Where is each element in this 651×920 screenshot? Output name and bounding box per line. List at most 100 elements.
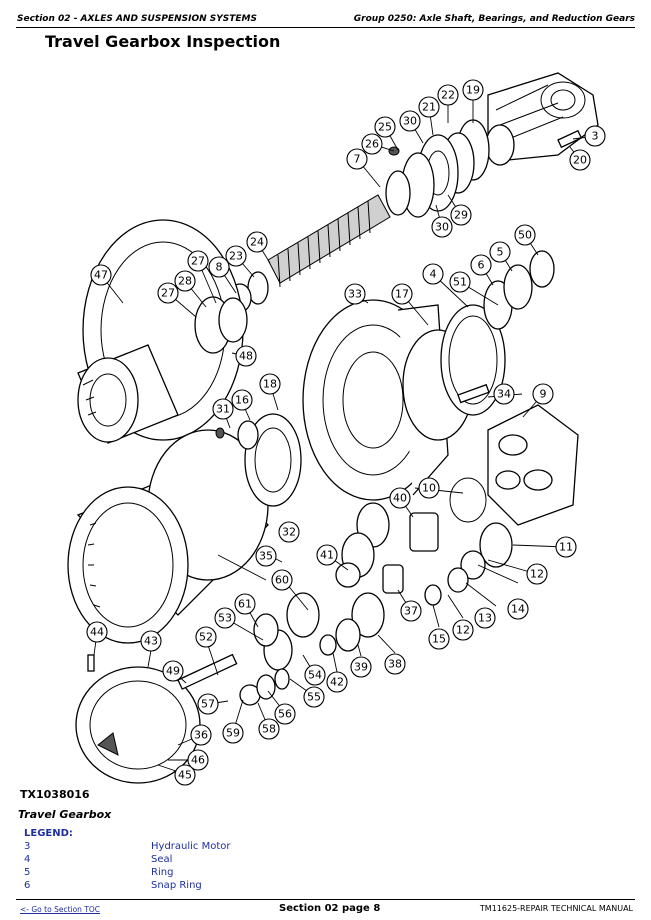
callout-12b: 12 <box>452 619 474 641</box>
callout-41: 41 <box>316 544 338 566</box>
svg-text:44: 44 <box>90 626 104 639</box>
svg-text:46: 46 <box>191 754 205 767</box>
callout-5: 5 <box>489 241 511 263</box>
hub-drawing <box>77 219 248 444</box>
legend-description: Hydraulic Motor <box>151 841 231 852</box>
callout-7: 7 <box>346 148 368 170</box>
callout-10: 10 <box>418 477 440 499</box>
group-header: Group 0250: Axle Shaft, Bearings, and Re… <box>353 14 635 24</box>
svg-text:48: 48 <box>239 350 253 363</box>
svg-text:38: 38 <box>388 658 402 671</box>
svg-text:49: 49 <box>166 665 180 678</box>
callout-28: 28 <box>174 270 196 292</box>
callout-61: 61 <box>234 593 256 615</box>
svg-text:6: 6 <box>478 259 485 272</box>
svg-text:54: 54 <box>308 669 322 682</box>
legend-number: 3 <box>24 841 31 852</box>
svg-text:50: 50 <box>518 229 532 242</box>
callout-24: 24 <box>246 231 268 253</box>
svg-text:26: 26 <box>365 138 379 151</box>
svg-text:31: 31 <box>216 403 230 416</box>
svg-text:18: 18 <box>263 378 277 391</box>
callout-6: 6 <box>470 254 492 276</box>
svg-text:3: 3 <box>592 130 599 143</box>
callout-60: 60 <box>271 569 293 591</box>
legend-description: Ring <box>151 867 174 878</box>
callout-25: 25 <box>374 116 396 138</box>
callout-26: 26 <box>361 133 383 155</box>
callout-11: 11 <box>555 536 577 558</box>
callout-56: 56 <box>274 703 296 725</box>
svg-text:23: 23 <box>229 250 243 263</box>
manual-name: TM11625-REPAIR TECHNICAL MANUAL <box>479 904 633 913</box>
callout-52: 52 <box>195 626 217 648</box>
planet-carrier-drawing <box>449 404 579 526</box>
svg-text:9: 9 <box>540 388 547 401</box>
svg-text:13: 13 <box>478 612 492 625</box>
svg-text:53: 53 <box>218 612 232 625</box>
svg-text:14: 14 <box>511 603 525 616</box>
svg-text:56: 56 <box>278 708 292 721</box>
callout-38: 38 <box>384 653 406 675</box>
exploded-view-illustration: 3 20 19 22 21 30 25 26 7 29 30 24 23 8 2… <box>67 72 606 786</box>
section-header: Section 02 - AXLES AND SUSPENSION SYSTEM… <box>17 14 257 24</box>
svg-text:39: 39 <box>354 661 368 674</box>
callout-58: 58 <box>258 718 280 740</box>
callout-16: 16 <box>231 389 253 411</box>
svg-text:20: 20 <box>573 154 587 167</box>
callout-45: 45 <box>174 764 196 786</box>
footer-rule <box>16 899 635 900</box>
svg-text:37: 37 <box>404 605 418 618</box>
callout-20: 20 <box>569 149 591 171</box>
callout-4: 4 <box>422 263 444 285</box>
callout-55: 55 <box>303 686 325 708</box>
ring-gear-drawing <box>67 413 302 644</box>
callout-53: 53 <box>214 607 236 629</box>
callout-30b: 30 <box>431 216 453 238</box>
callout-27: 27 <box>187 250 209 272</box>
legend-number: 5 <box>24 867 31 878</box>
svg-text:25: 25 <box>378 121 392 134</box>
figure-caption: Travel Gearbox <box>18 808 112 821</box>
svg-text:16: 16 <box>235 394 249 407</box>
callout-46: 46 <box>187 749 209 771</box>
callout-35: 35 <box>255 545 277 567</box>
callout-50: 50 <box>514 224 536 246</box>
callout-22: 22 <box>437 84 459 106</box>
svg-text:35: 35 <box>259 550 273 563</box>
callout-18: 18 <box>259 373 281 395</box>
callout-19: 19 <box>462 79 484 101</box>
svg-text:8: 8 <box>216 261 223 274</box>
svg-text:27: 27 <box>191 255 205 268</box>
callout-31: 31 <box>212 398 234 420</box>
svg-text:11: 11 <box>559 541 573 554</box>
callout-13: 13 <box>474 607 496 629</box>
callout-14: 14 <box>507 598 529 620</box>
housing-drawing <box>302 250 555 501</box>
svg-text:28: 28 <box>178 275 192 288</box>
legend-number: 4 <box>24 854 31 865</box>
section-toc-link[interactable]: <- Go to Section TOC <box>20 905 101 914</box>
svg-text:30: 30 <box>435 221 449 234</box>
callout-59: 59 <box>222 722 244 744</box>
svg-text:4: 4 <box>430 268 437 281</box>
svg-text:33: 33 <box>348 288 362 301</box>
svg-text:17: 17 <box>395 288 409 301</box>
svg-text:34: 34 <box>497 388 511 401</box>
page-number: Section 02 page 8 <box>279 903 381 914</box>
figure-id: TX1038016 <box>20 788 90 801</box>
clutch-disc-stack <box>228 194 391 313</box>
svg-text:32: 32 <box>282 526 296 539</box>
callout-43: 43 <box>140 630 162 652</box>
legend-heading: LEGEND: <box>24 828 73 839</box>
callout-17: 17 <box>391 283 413 305</box>
svg-text:55: 55 <box>307 691 321 704</box>
callout-57: 57 <box>197 693 219 715</box>
callout-37: 37 <box>400 600 422 622</box>
svg-text:60: 60 <box>275 574 289 587</box>
callout-3: 3 <box>584 125 606 147</box>
svg-text:19: 19 <box>466 84 480 97</box>
callout-48: 48 <box>235 345 257 367</box>
svg-text:58: 58 <box>262 723 276 736</box>
callout-34: 34 <box>493 383 515 405</box>
